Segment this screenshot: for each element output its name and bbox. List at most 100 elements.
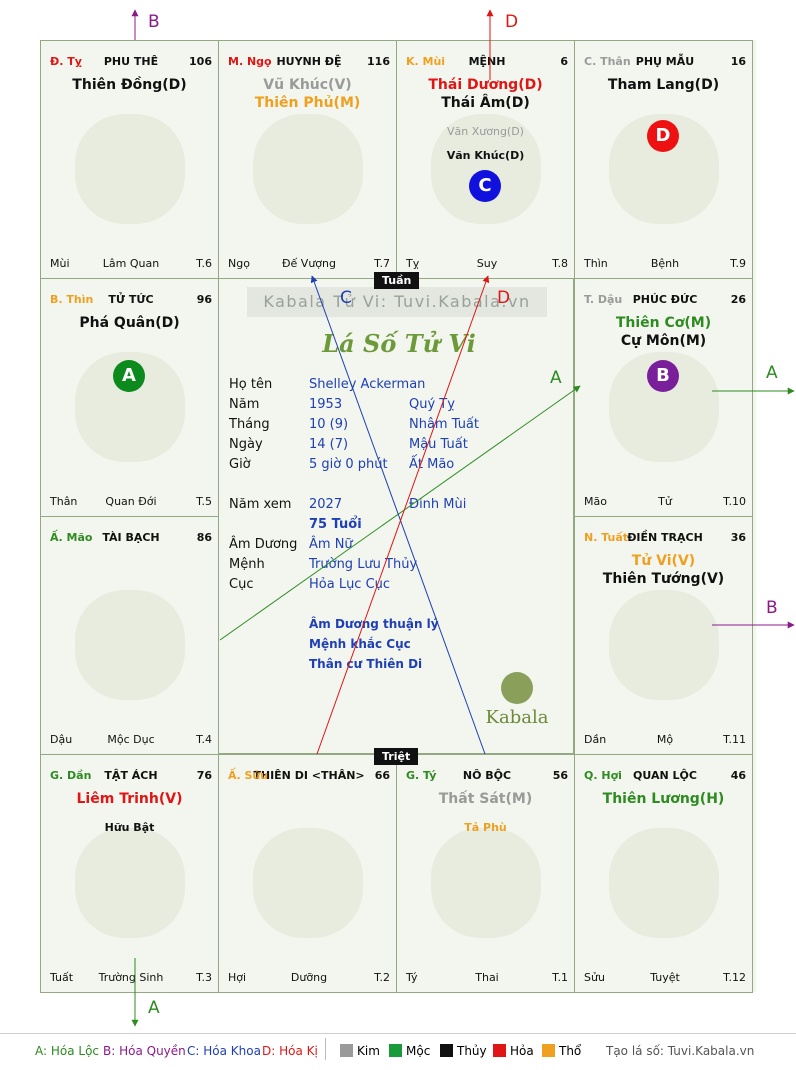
palace-number: 76: [196, 769, 212, 782]
zodiac-silhouette-icon: [252, 113, 363, 224]
legend-thuy: Thủy: [440, 1044, 487, 1058]
circle-b: B: [647, 360, 679, 392]
summary-note: Âm Dương thuận lý: [309, 617, 439, 631]
ext-label-b-right: B: [766, 598, 778, 618]
info-value: Hỏa Lục Cục: [309, 577, 391, 592]
minor-star: Tả Phù: [464, 821, 507, 834]
palace-branch: Dần: [584, 733, 607, 746]
palace-name: ĐIỀN TRẠCH: [627, 531, 703, 544]
info-value: Shelley Ackerman: [309, 377, 426, 392]
palace-period: T.2: [374, 971, 390, 984]
palace-name: MỆNH: [468, 55, 506, 68]
palace-phase: Mộc Dục: [107, 733, 155, 746]
zodiac-silhouette-icon: [74, 113, 185, 224]
zodiac-silhouette-icon: [74, 589, 185, 700]
zodiac-silhouette-icon: [252, 827, 363, 938]
palace-phase: Quan Đới: [105, 495, 157, 508]
palace-can-chi: Q. Hợi: [584, 769, 622, 782]
ext-label-d-center: D: [497, 288, 511, 308]
info-value: 75 Tuổi: [309, 517, 362, 532]
palace-branch: Tỵ: [406, 257, 420, 270]
palace-number: 106: [189, 55, 212, 68]
zodiac-silhouette-icon: [74, 827, 185, 938]
palace-number: 86: [196, 531, 212, 544]
main-star: Phá Quân(D): [79, 315, 180, 331]
main-star: Thiên Lương(H): [602, 791, 725, 807]
ext-label-c-center: C: [340, 288, 352, 308]
ext-label-a-bottom: A: [148, 998, 160, 1018]
palace-branch: Tuất: [50, 971, 74, 984]
palace-stars: Tử Vi(V)Thiên Tướng(V): [577, 552, 750, 588]
palace-period: T.4: [196, 733, 212, 746]
palace-can-chi: G. Tý: [406, 769, 437, 782]
palace-period: T.7: [374, 257, 390, 270]
ext-label-a-right: A: [766, 363, 778, 383]
legend-tho: Thổ: [542, 1044, 581, 1058]
minor-star: Văn Khúc(D): [446, 149, 525, 162]
main-star: Thiên Đồng(D): [72, 77, 187, 93]
logo-title: Lá Số Tử Vi: [322, 329, 476, 358]
main-star: Cự Môn(M): [620, 333, 707, 349]
palace-name: TÀI BẠCH: [102, 531, 160, 544]
palace-phase: Đế Vượng: [282, 257, 336, 270]
main-star: Thất Sát(M): [438, 791, 533, 807]
main-star: Thái Âm(D): [441, 95, 530, 111]
info-value: 14 (7): [309, 437, 349, 452]
circle-a: A: [113, 360, 145, 392]
palace-branch: Mão: [584, 495, 607, 508]
legend-hoa-khoa: C: Hóa Khoa: [187, 1044, 261, 1058]
palace-period: T.6: [196, 257, 212, 270]
palace-can-chi: B. Thìn: [50, 293, 94, 306]
palace-period: T.10: [723, 495, 746, 508]
palace-name: TẬT ÁCH: [104, 769, 158, 782]
palace-number: 46: [730, 769, 746, 782]
legend-hoa-quyen: B: Hóa Quyền: [103, 1044, 186, 1058]
palace-number: 56: [552, 769, 568, 782]
info-label: Tháng: [229, 417, 270, 432]
palace-name: PHU THÊ: [103, 55, 159, 68]
palace-name: PHÚC ĐỨC: [632, 293, 698, 306]
palace-stars: Liêm Trinh(V)Hữu Bật: [43, 790, 216, 836]
minor-star: Văn Xương(D): [447, 125, 524, 138]
triet-tag: Triệt: [374, 748, 419, 765]
palace-stars: Phá Quân(D): [43, 314, 216, 332]
info-value-2: Nhâm Tuất: [409, 417, 479, 432]
summary-note: Thân cư Thiên Di: [309, 657, 423, 671]
info-value: 2027: [309, 497, 343, 512]
palace-period: T.1: [552, 971, 568, 984]
palace-period: T.12: [723, 971, 746, 984]
kabala-logo: Kabala: [479, 672, 555, 728]
legend-bar: A: Hóa Lộc B: Hóa Quyền C: Hóa Khoa D: H…: [0, 1033, 796, 1070]
main-star: Tham Lang(D): [607, 77, 720, 93]
info-label: Năm xem: [229, 497, 292, 512]
palace-phase: Lâm Quan: [102, 257, 160, 270]
circle-c: C: [469, 170, 501, 202]
palace-branch: Sửu: [584, 971, 605, 984]
palace-branch: Tý: [406, 971, 418, 984]
info-value: Âm Nữ: [309, 537, 353, 552]
palace-can-chi: N. Tuất: [584, 531, 629, 544]
main-star: Vũ Khúc(V): [263, 77, 352, 93]
palace-branch: Mùi: [50, 257, 70, 270]
palace-number: 36: [730, 531, 746, 544]
ext-label-b-top: B: [148, 12, 160, 32]
legend-hoa-ki: D: Hóa Kị: [262, 1044, 318, 1058]
info-value-2: Mậu Tuất: [409, 437, 468, 452]
info-value-2: Đinh Mùi: [409, 497, 467, 512]
palace-branch: Ngọ: [228, 257, 250, 270]
palace-phase: Trường Sinh: [98, 971, 164, 984]
ext-label-d-top: D: [505, 12, 519, 32]
zodiac-silhouette-icon: [608, 827, 719, 938]
palace-number: 6: [560, 55, 568, 68]
info-value-2: Quý Tỵ: [409, 397, 455, 412]
palace-branch: Thân: [50, 495, 78, 508]
zodiac-silhouette-icon: [430, 113, 541, 224]
main-star: Thiên Phủ(M): [254, 95, 361, 111]
